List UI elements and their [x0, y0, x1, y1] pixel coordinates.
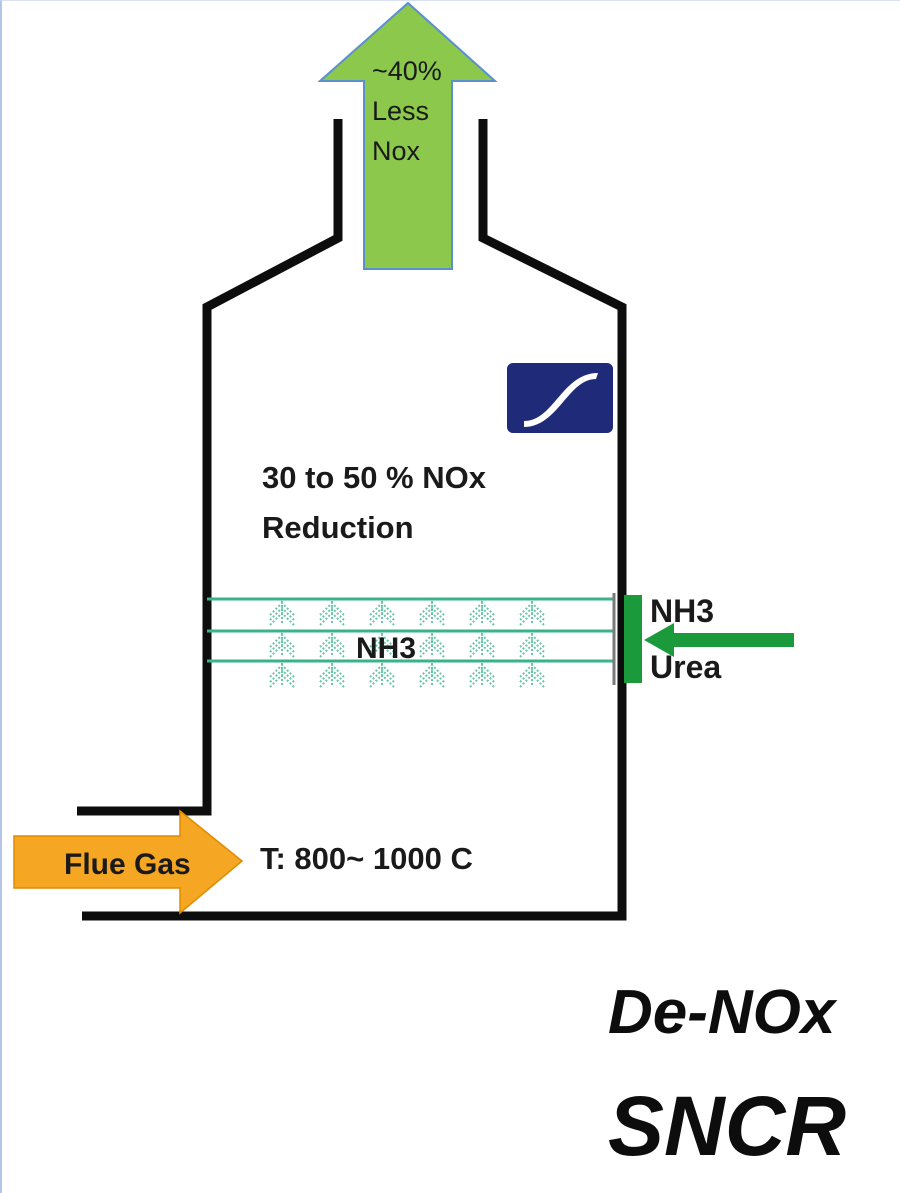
title-sncr: SNCR [608, 1079, 847, 1173]
outlet-arrow [317, 1, 498, 270]
spray-plume [269, 601, 295, 626]
spray-plume [469, 633, 495, 658]
reduction-label: 30 to 50 % NOx Reduction [262, 453, 486, 553]
spray-plume [519, 633, 545, 658]
spray-plume [519, 601, 545, 626]
spray-plume [269, 663, 295, 688]
spray-plume [369, 663, 395, 688]
spray-plume [519, 663, 545, 688]
spray-plume [319, 633, 345, 658]
reagent-urea-label: Urea [650, 649, 722, 685]
outlet-percent-text: ~40% [372, 56, 442, 86]
inlet-arrow [13, 809, 244, 915]
reactor-right-wall [82, 119, 627, 921]
spray-plume [369, 633, 395, 658]
spray-plume [469, 663, 495, 688]
temperature-label: T: 800~ 1000 C [260, 841, 473, 876]
spray-plume [419, 663, 445, 688]
outlet-arrow-label: ~40% Less Nox [372, 51, 442, 171]
reagent-arrow-shaft [670, 633, 794, 647]
injection-grid [207, 593, 616, 685]
spray-plume [319, 601, 345, 626]
spray-plume [269, 633, 295, 658]
grid-nh3-label: NH3 [356, 632, 417, 665]
outlet-less-text: Less [372, 96, 430, 126]
reactor-left-wall [77, 119, 343, 816]
spray-plume [419, 601, 445, 626]
outlet-nox-text: Nox [372, 136, 421, 166]
reagent-arrow-head [644, 623, 674, 657]
reduction-line-2: Reduction [262, 510, 414, 545]
s-curve-logo [507, 363, 613, 433]
injection-manifold [624, 595, 642, 683]
spray-mist [269, 601, 545, 688]
spray-plume [469, 601, 495, 626]
spray-plume [319, 663, 345, 688]
title-denox: De-NOx [608, 978, 836, 1047]
reagent-nh3-label: NH3 [650, 593, 715, 629]
flue-gas-label: Flue Gas [64, 848, 191, 881]
spray-plume [369, 601, 395, 626]
spray-plume [419, 633, 445, 658]
reduction-line-1: 30 to 50 % NOx [262, 460, 486, 495]
